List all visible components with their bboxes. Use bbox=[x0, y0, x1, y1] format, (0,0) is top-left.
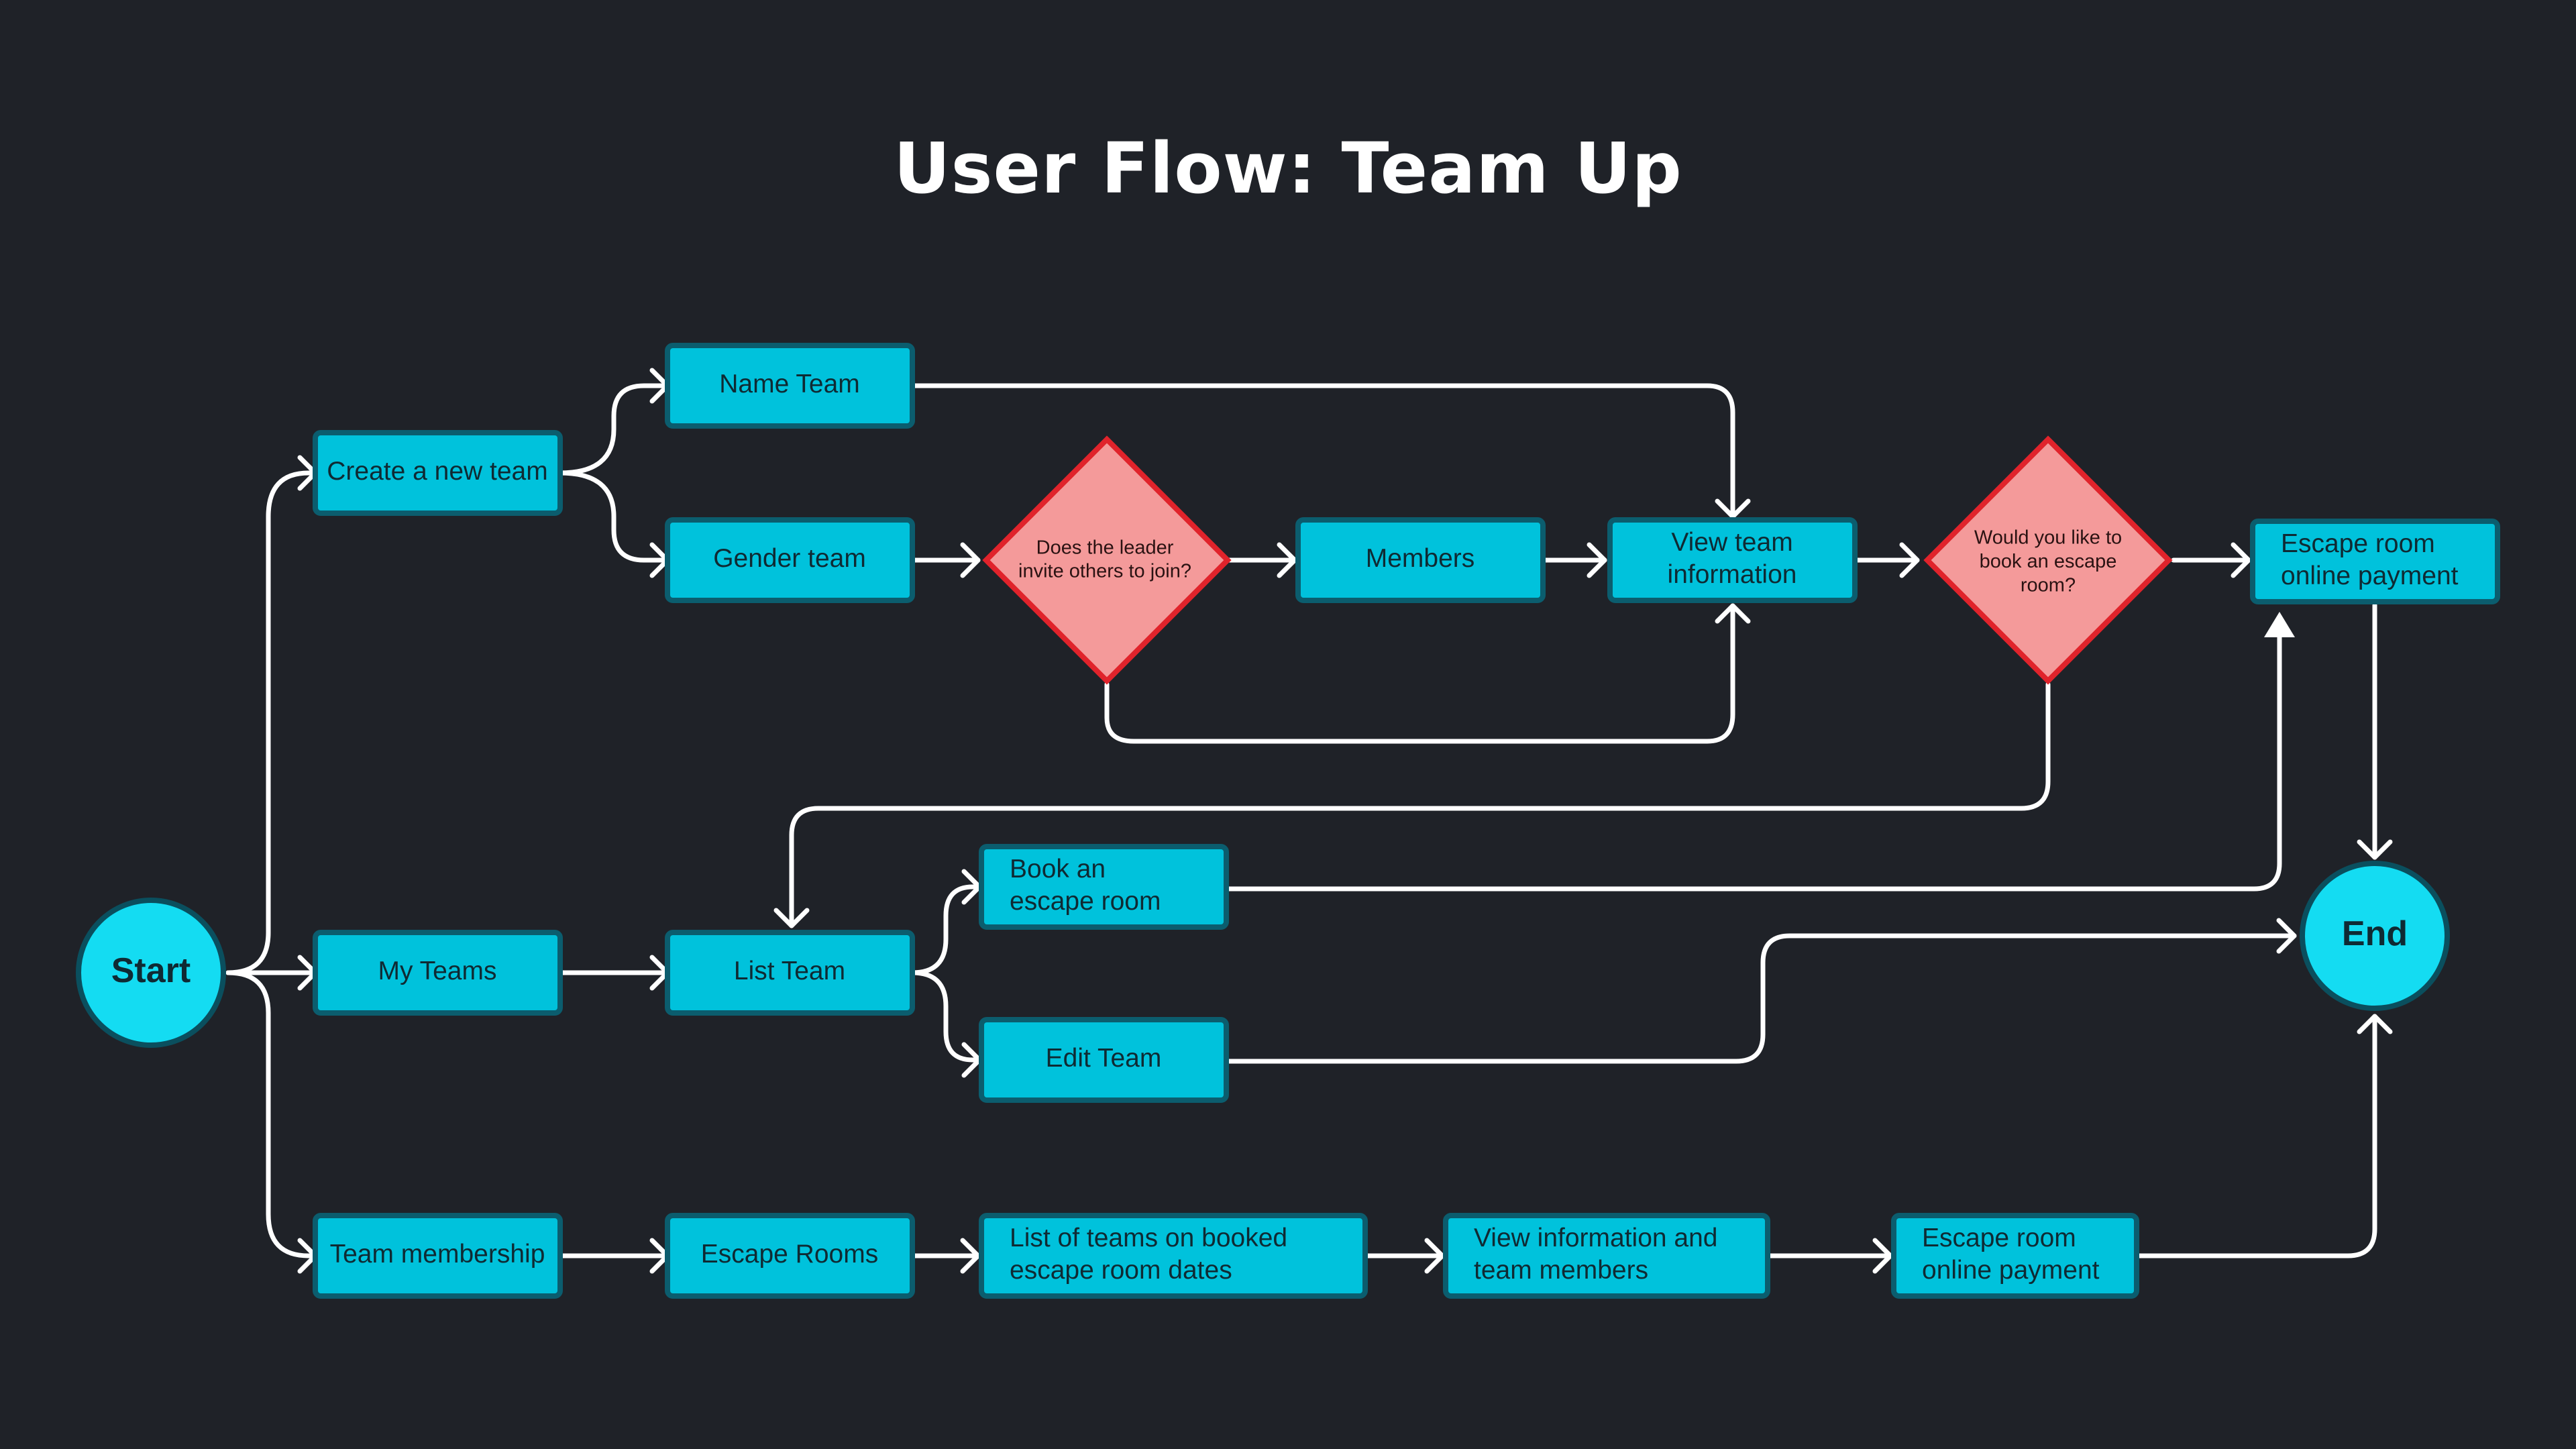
node-payment-top-label: Escape room online payment bbox=[2281, 529, 2459, 590]
node-edit-team-label: Edit Team bbox=[1046, 1044, 1162, 1073]
node-list-team[interactable]: List Team bbox=[665, 930, 915, 1016]
node-list-booked[interactable]: List of teams on booked escape room dates bbox=[979, 1213, 1368, 1299]
node-label-line: End bbox=[2342, 914, 2408, 953]
node-book-room-label: Book an escape room bbox=[1010, 855, 1161, 916]
node-label-line: escape room dates bbox=[1010, 1256, 1232, 1285]
arrowhead-view-info-members bbox=[1424, 1238, 1445, 1274]
edge-list-team-to-edit-team bbox=[910, 970, 982, 1063]
connectors bbox=[225, 383, 2377, 1258]
edge-create-team-to-gender-team bbox=[557, 470, 670, 563]
node-label-line: Start bbox=[111, 951, 191, 990]
arrowhead-book-question bbox=[1899, 542, 1920, 578]
node-label-line: List of teams on booked bbox=[1010, 1224, 1287, 1252]
node-label-line: invite others to join? bbox=[1018, 560, 1191, 582]
node-members[interactable]: Members bbox=[1295, 517, 1546, 603]
node-members-label: Members bbox=[1366, 544, 1475, 573]
edge-list-team-to-book-room bbox=[910, 884, 982, 975]
node-my-teams[interactable]: My Teams bbox=[313, 930, 563, 1016]
node-label-line: Book an bbox=[1010, 855, 1106, 883]
node-payment-bottom-label: Escape room online payment bbox=[1922, 1224, 2100, 1285]
node-view-info-members[interactable]: View information and team members bbox=[1443, 1213, 1770, 1299]
arrowhead-list-booked bbox=[960, 1238, 981, 1274]
edge-create-team-to-name-team bbox=[557, 383, 670, 476]
arrowhead-members bbox=[1277, 542, 1297, 578]
edge-payment-bottom-to-end bbox=[2134, 1014, 2377, 1258]
node-label-line: View team bbox=[1671, 528, 1792, 557]
edge-start-to-team-membership bbox=[225, 970, 318, 1258]
node-escape-rooms-label: Escape Rooms bbox=[701, 1240, 878, 1269]
edge-name-team-to-view-team-info bbox=[910, 383, 1735, 519]
node-label-line: Would you like to bbox=[1974, 527, 2122, 548]
node-end[interactable]: End bbox=[2300, 861, 2450, 1011]
node-label-line: escape room bbox=[1010, 887, 1161, 916]
node-label-line: Escape room bbox=[1922, 1224, 2076, 1252]
node-view-team-info[interactable]: View team information bbox=[1607, 517, 1858, 603]
node-gender-team[interactable]: Gender team bbox=[665, 517, 915, 603]
node-list-team-label: List Team bbox=[734, 957, 845, 985]
node-label-line: My Teams bbox=[378, 957, 497, 985]
arrowhead-end-top bbox=[2357, 839, 2393, 860]
node-label-line: information bbox=[1668, 560, 1797, 589]
arrowhead-view-team-info-left bbox=[1587, 542, 1607, 578]
arrowhead-end-left bbox=[2276, 918, 2297, 954]
node-label-line: Gender team bbox=[713, 544, 866, 573]
edge-book-question-to-list-team bbox=[789, 682, 2051, 928]
node-label-line: Team membership bbox=[330, 1240, 545, 1269]
node-list-booked-label: List of teams on booked escape room dates bbox=[1010, 1224, 1287, 1285]
node-edit-team[interactable]: Edit Team bbox=[979, 1017, 1229, 1103]
node-book-room[interactable]: Book an escape room bbox=[979, 844, 1229, 930]
node-label-line: Create a new team bbox=[327, 457, 548, 486]
arrowhead-payment-top bbox=[2231, 542, 2251, 578]
node-gender-team-label: Gender team bbox=[713, 544, 866, 573]
arrowhead-payment-bottom bbox=[1872, 1238, 1893, 1274]
arrowhead-view-team-info-bottom bbox=[1715, 603, 1751, 624]
node-my-teams-label: My Teams bbox=[378, 957, 497, 985]
node-team-membership[interactable]: Team membership bbox=[313, 1213, 563, 1299]
edge-edit-team-to-end bbox=[1225, 933, 2297, 1064]
node-label-line: Escape room bbox=[2281, 529, 2435, 558]
edge-book-room-to-payment-top bbox=[1225, 628, 2282, 892]
node-create-team[interactable]: Create a new team bbox=[313, 430, 563, 516]
node-label-line: List Team bbox=[734, 957, 845, 985]
arrowhead-view-team-info-top bbox=[1715, 498, 1751, 519]
page-title: User Flow: Team Up bbox=[894, 127, 1682, 209]
node-team-membership-label: Team membership bbox=[330, 1240, 545, 1269]
node-view-team-info-label: View team information bbox=[1668, 528, 1797, 589]
arrowhead-end-bottom bbox=[2357, 1014, 2393, 1034]
arrowhead-leader-invite bbox=[960, 542, 981, 578]
node-label-line: room? bbox=[2021, 574, 2076, 596]
node-label-line: online payment bbox=[2281, 561, 2459, 590]
node-escape-rooms[interactable]: Escape Rooms bbox=[665, 1213, 915, 1299]
node-start[interactable]: Start bbox=[76, 898, 226, 1048]
node-label-line: View information and bbox=[1474, 1224, 1718, 1252]
node-payment-top[interactable]: Escape room online payment bbox=[2250, 519, 2500, 604]
node-name-team-label: Name Team bbox=[719, 370, 860, 398]
arrowhead-list-team-top bbox=[773, 908, 810, 928]
arrowhead-payment-top-bottom bbox=[2264, 612, 2295, 637]
node-label-line: Edit Team bbox=[1046, 1044, 1162, 1073]
edge-start-to-create-team bbox=[225, 470, 318, 975]
node-end-label: End bbox=[2342, 914, 2408, 953]
node-name-team[interactable]: Name Team bbox=[665, 343, 915, 429]
node-label-line: online payment bbox=[1922, 1256, 2100, 1285]
node-label-line: book an escape bbox=[1980, 551, 2117, 572]
node-label-line: Escape Rooms bbox=[701, 1240, 878, 1269]
node-label-line: Does the leader bbox=[1036, 537, 1174, 558]
node-create-team-label: Create a new team bbox=[327, 457, 548, 486]
node-label-line: Name Team bbox=[719, 370, 860, 398]
edge-decision-to-view-team-info bbox=[1104, 603, 1735, 744]
node-label-line: team members bbox=[1474, 1256, 1648, 1285]
node-start-label: Start bbox=[111, 951, 191, 990]
node-view-info-members-label: View information and team members bbox=[1474, 1224, 1718, 1285]
node-label-line: Members bbox=[1366, 544, 1475, 573]
node-payment-bottom[interactable]: Escape room online payment bbox=[1891, 1213, 2139, 1299]
